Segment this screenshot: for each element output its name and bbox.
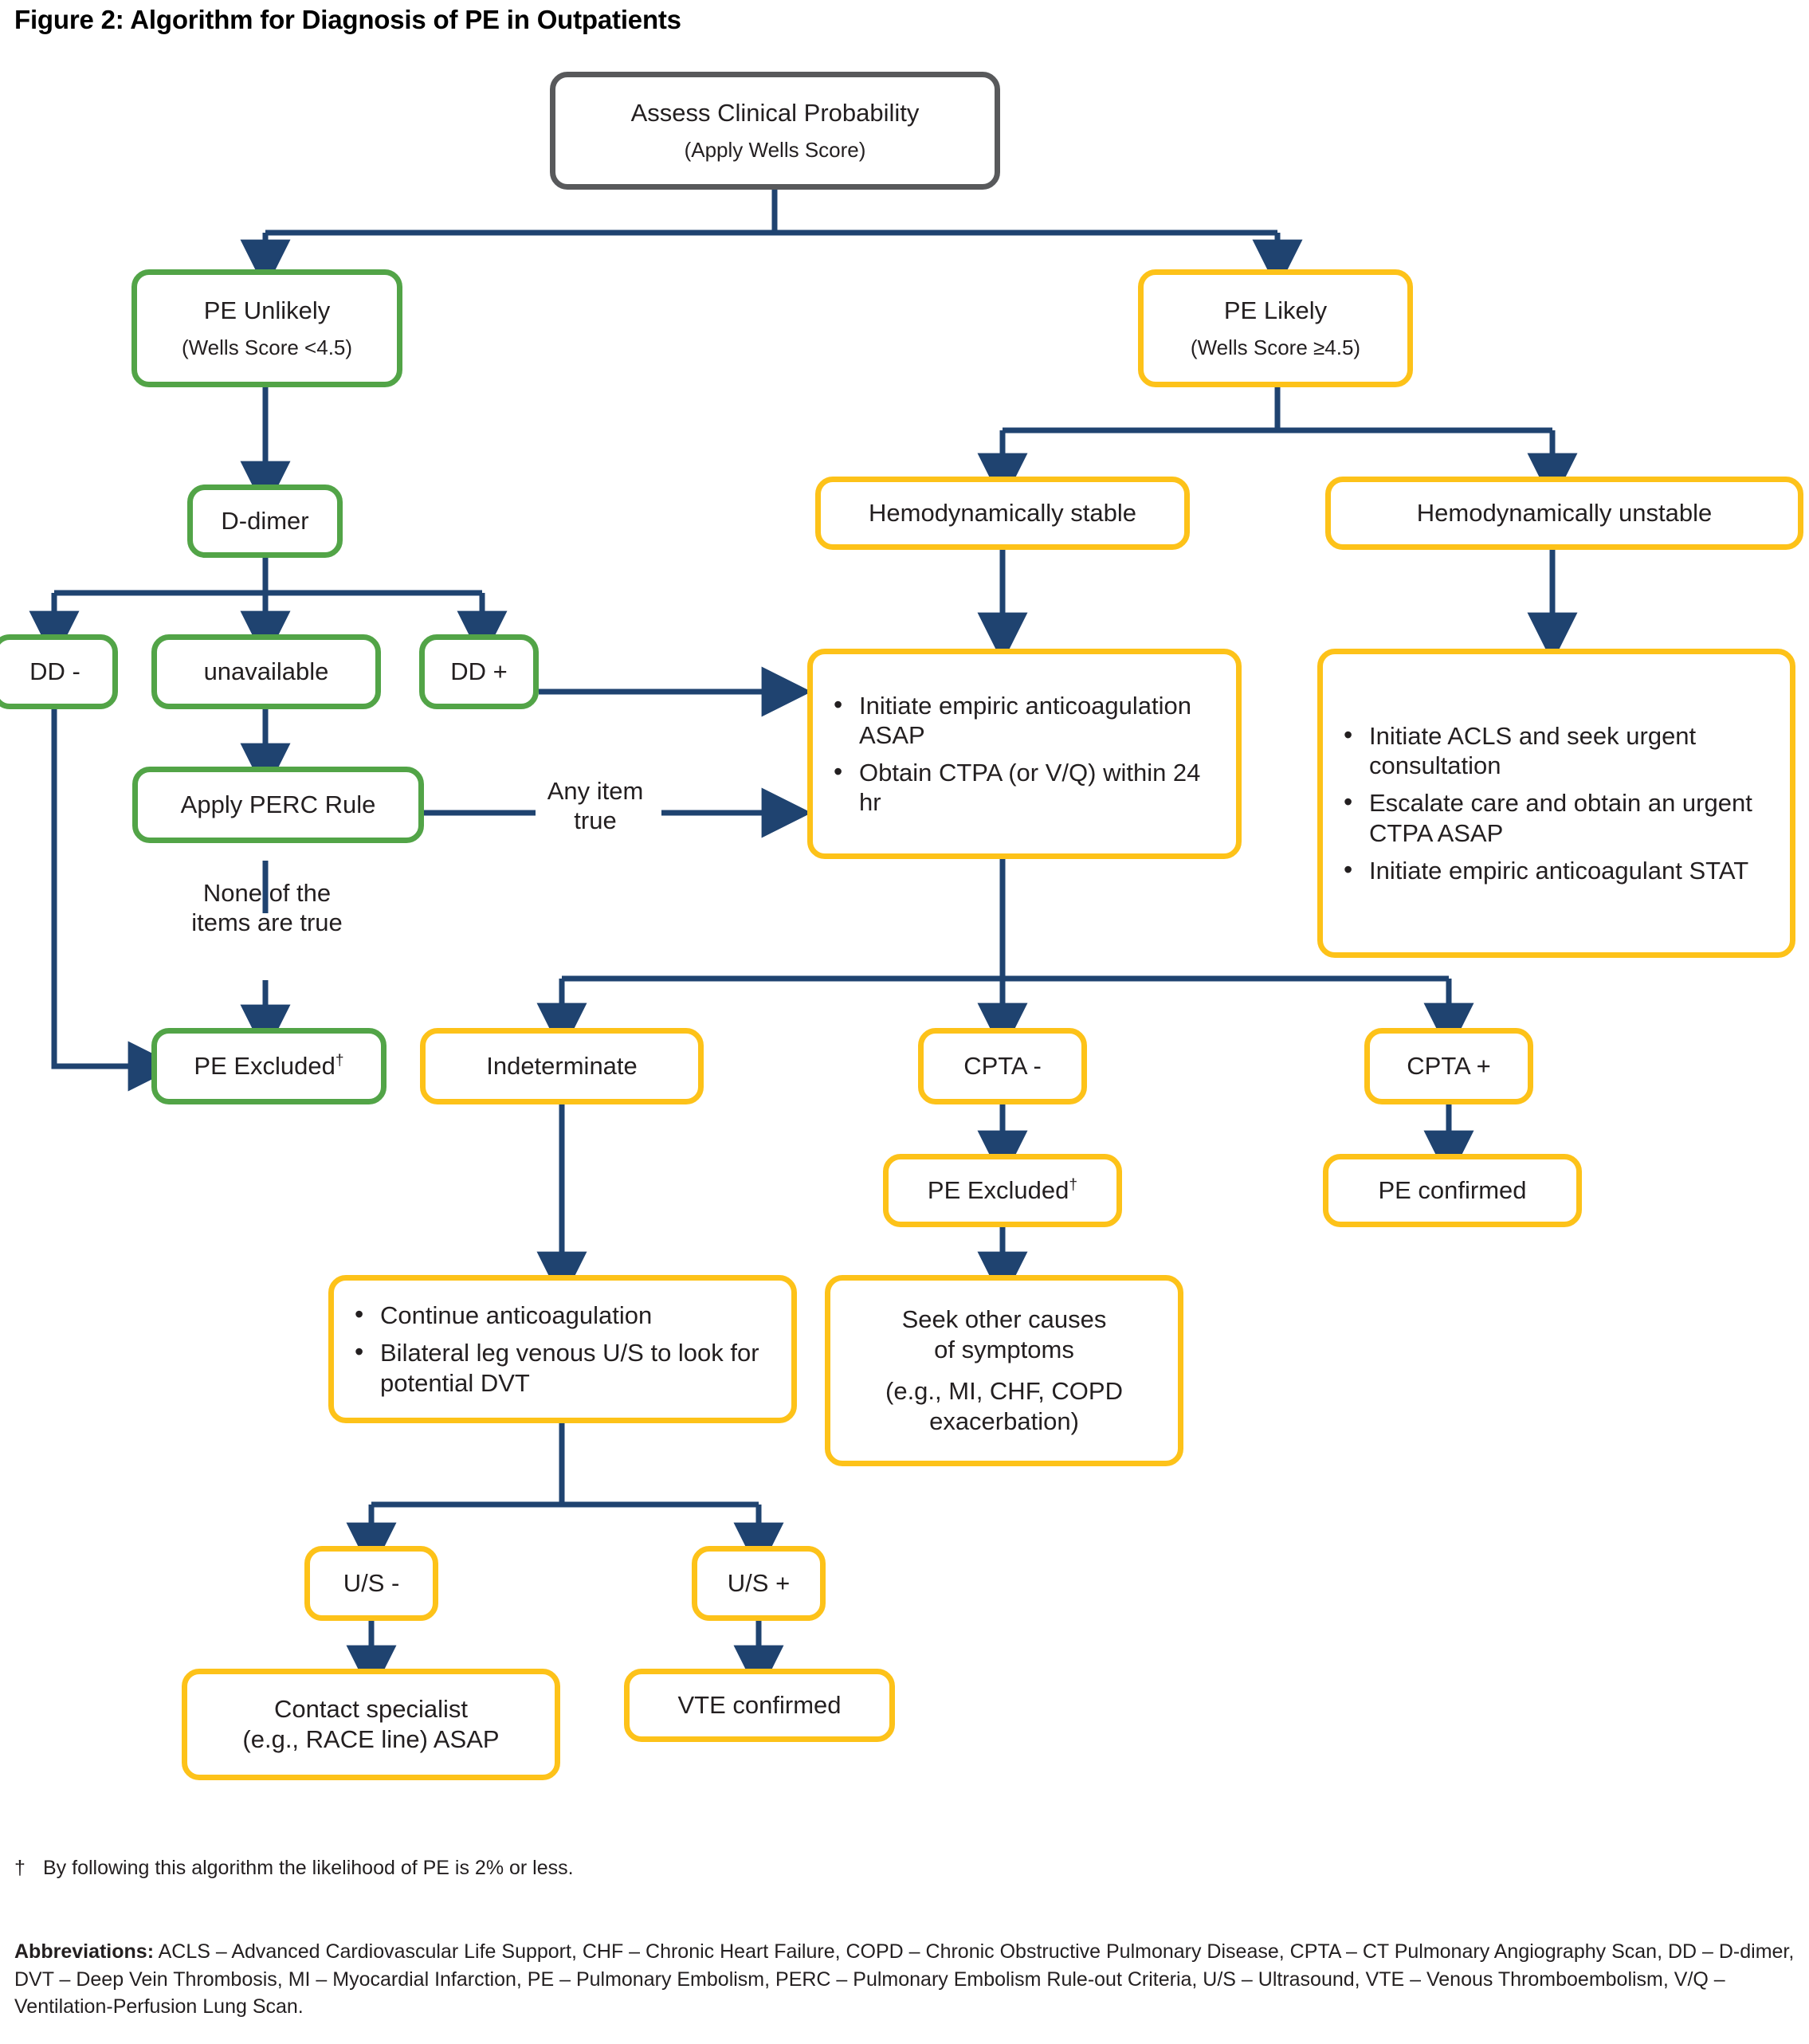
node-unstable-actions[interactable]: Initiate ACLS and seek urgent consultati… [1317,649,1795,958]
node-label-secondary: (Wells Score <4.5) [181,335,353,360]
list-item: Bilateral leg venous U/S to look for pot… [348,1336,774,1397]
node-us-positive[interactable]: U/S + [692,1546,826,1621]
node-assess-clinical-probability[interactable]: Assess Clinical Probability (Apply Wells… [550,72,1000,190]
node-label-line3: (e.g., MI, CHF, COPD [885,1377,1123,1405]
page-title: Figure 2: Algorithm for Diagnosis of PE … [14,5,681,34]
node-us-negative[interactable]: U/S - [304,1546,438,1621]
list-item: Initiate empiric anticoagulant STAT [1337,854,1772,885]
node-hemodynamically-unstable[interactable]: Hemodynamically unstable [1325,477,1803,550]
node-label: PE confirmed [1378,1176,1527,1205]
node-stable-actions[interactable]: Initiate empiric anticoagulation ASAP Ob… [807,649,1242,859]
list-item: Initiate empiric anticoagulation ASAP [827,689,1218,750]
node-label-line2: of symptoms [934,1336,1074,1364]
node-label: CPTA - [963,1052,1042,1081]
node-label-primary: Assess Clinical Probability [630,99,920,128]
node-pe-confirmed[interactable]: PE confirmed [1323,1154,1582,1227]
node-dd-positive[interactable]: DD + [419,634,539,709]
node-label: CPTA + [1407,1052,1491,1081]
node-indeterminate-actions[interactable]: Continue anticoagulation Bilateral leg v… [328,1275,797,1423]
node-label: PE Excluded† [927,1176,1078,1205]
node-label: DD - [29,657,80,686]
node-label: D-dimer [221,507,309,536]
node-label: U/S + [727,1569,791,1598]
node-label-line4: exacerbation) [929,1406,1079,1435]
node-cpta-negative[interactable]: CPTA - [918,1028,1087,1104]
abbreviations-block: Abbreviations: ACLS – Advanced Cardiovas… [14,1938,1799,2021]
node-seek-other-causes[interactable]: Seek other causes of symptoms (e.g., MI,… [825,1275,1183,1466]
node-label: PE Excluded† [194,1052,344,1081]
node-apply-perc-rule[interactable]: Apply PERC Rule [132,767,424,843]
node-pe-excluded-left[interactable]: PE Excluded† [151,1028,387,1104]
node-label: VTE confirmed [677,1691,842,1720]
list-item: Initiate ACLS and seek urgent consultati… [1337,720,1772,780]
footnote: † By following this algorithm the likelih… [14,1857,574,1880]
node-label: DD + [450,657,508,686]
node-label-primary: PE Likely [1223,296,1328,325]
node-label: Hemodynamically unstable [1416,499,1713,528]
node-label: U/S - [343,1569,400,1598]
list-item: Continue anticoagulation [348,1299,774,1330]
node-label: Indeterminate [486,1052,638,1081]
node-label-secondary: (e.g., RACE line) ASAP [242,1725,500,1753]
node-label-primary: Contact specialist [274,1695,468,1724]
node-hemodynamically-stable[interactable]: Hemodynamically stable [815,477,1190,550]
node-d-dimer[interactable]: D-dimer [187,485,343,558]
list-item: Escalate care and obtain an urgent CTPA … [1337,787,1772,847]
node-label: Hemodynamically stable [869,499,1136,528]
node-label-primary: Seek other causes [901,1305,1107,1334]
node-cpta-positive[interactable]: CPTA + [1364,1028,1533,1104]
node-vte-confirmed[interactable]: VTE confirmed [624,1669,895,1742]
node-dd-negative[interactable]: DD - [0,634,118,709]
node-label-secondary: (Wells Score ≥4.5) [1190,335,1361,360]
node-label: Apply PERC Rule [180,791,376,819]
list-item: Obtain CTPA (or V/Q) within 24 hr [827,756,1218,817]
footnote-marker: † [335,1052,344,1069]
footnote-marker: † [1069,1176,1078,1194]
node-pe-likely[interactable]: PE Likely (Wells Score ≥4.5) [1138,269,1413,387]
node-pe-unlikely[interactable]: PE Unlikely (Wells Score <4.5) [131,269,402,387]
node-label: unavailable [203,657,329,686]
flowchart-connectors [29,188,1578,1696]
node-label-secondary: (Apply Wells Score) [684,138,866,163]
footnote-text: By following this algorithm the likeliho… [43,1857,574,1879]
node-contact-specialist[interactable]: Contact specialist (e.g., RACE line) ASA… [182,1669,560,1780]
node-label-primary: PE Unlikely [203,296,331,325]
node-dd-unavailable[interactable]: unavailable [151,634,381,709]
node-pe-excluded-mid[interactable]: PE Excluded† [883,1154,1122,1227]
abbreviations-heading: Abbreviations: [14,1940,155,1963]
footnote-dagger-marker: † [14,1857,26,1879]
abbreviations-text: ACLS – Advanced Cardiovascular Life Supp… [14,1940,1795,2018]
node-indeterminate[interactable]: Indeterminate [420,1028,704,1104]
